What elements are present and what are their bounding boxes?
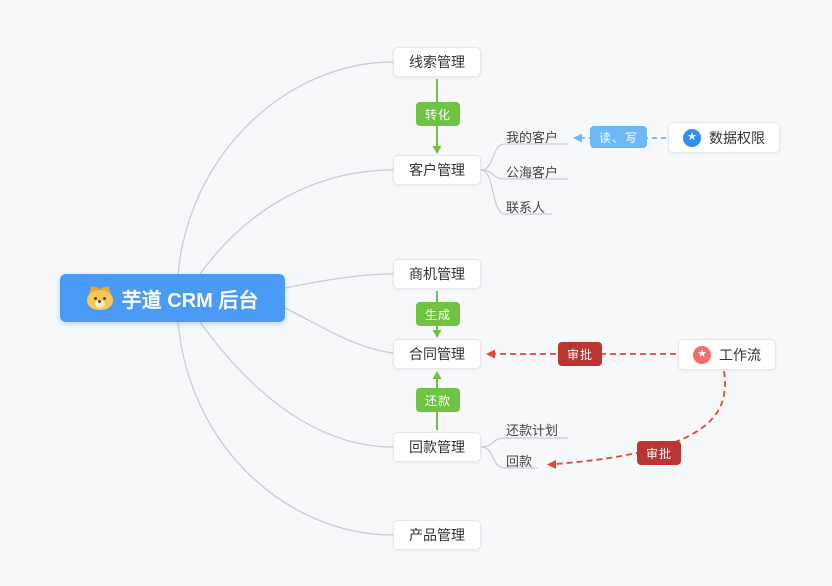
connector-receivable-child-plan xyxy=(480,437,568,448)
connector-customer-child-my xyxy=(480,143,568,171)
node-label: 产品管理 xyxy=(409,527,465,543)
curve-root-to-product xyxy=(177,321,394,536)
connector-customer-child-public xyxy=(480,169,568,180)
badge-generate[interactable]: 生成 xyxy=(416,302,461,326)
node-label: 工作流 xyxy=(719,346,761,363)
dog-icon-eye xyxy=(102,297,106,300)
node-clue-management[interactable]: 线索管理 xyxy=(393,47,481,77)
node-opportunity-management[interactable]: 商机管理 xyxy=(393,259,481,289)
node-contract-management[interactable]: 合同管理 xyxy=(393,339,481,369)
node-label: 商机管理 xyxy=(409,266,465,282)
arrow-approve-receivable xyxy=(547,370,726,469)
connector-receivable-child-refund xyxy=(480,446,538,469)
node-label: 线索管理 xyxy=(409,54,465,70)
root-node-crm-backend[interactable]: 芋道 CRM 后台 xyxy=(60,274,285,322)
dog-icon-nose xyxy=(98,300,102,303)
node-label: 回款管理 xyxy=(409,439,465,455)
star-glyph: ★ xyxy=(697,348,707,360)
curve-root-to-contract xyxy=(284,307,394,354)
node-customer-management[interactable]: 客户管理 xyxy=(393,155,481,185)
node-receivable-management[interactable]: 回款管理 xyxy=(393,432,481,462)
arrow-read-write xyxy=(573,133,666,143)
node-label: 数据权限 xyxy=(709,129,765,146)
dog-icon-eye xyxy=(93,297,97,300)
subitem-receivable[interactable]: 回款 xyxy=(506,454,533,469)
connector-customer-child-contact xyxy=(480,169,552,215)
node-label: 客户管理 xyxy=(409,162,465,178)
star-circle-blue-icon: ★ xyxy=(683,128,701,147)
curve-root-to-opportunity xyxy=(284,273,394,289)
star-circle-pink-icon: ★ xyxy=(693,345,711,364)
badge-approve-contract[interactable]: 审批 xyxy=(558,342,603,366)
subitem-public-customers[interactable]: 公海客户 xyxy=(506,165,559,180)
node-data-permission[interactable]: ★ 数据权限 xyxy=(668,122,780,153)
node-label: 合同管理 xyxy=(409,346,465,362)
curve-root-to-clue xyxy=(177,61,394,275)
dog-icon-muzzle xyxy=(94,300,105,308)
star-glyph: ★ xyxy=(687,131,697,143)
dog-icon xyxy=(86,285,113,310)
badge-approve-receivable[interactable]: 审批 xyxy=(637,441,682,465)
curve-root-to-customer xyxy=(199,169,394,275)
badge-read-write[interactable]: 读、写 xyxy=(590,126,648,148)
node-product-management[interactable]: 产品管理 xyxy=(393,520,481,550)
root-label: 芋道 CRM 后台 xyxy=(121,289,259,312)
node-workflow[interactable]: ★ 工作流 xyxy=(678,339,776,370)
curve-root-to-receivable xyxy=(199,321,394,448)
subitem-repayment-plan[interactable]: 还款计划 xyxy=(506,423,559,438)
subitem-contacts[interactable]: 联系人 xyxy=(506,200,546,215)
badge-repay[interactable]: 还款 xyxy=(416,388,461,412)
badge-convert[interactable]: 转化 xyxy=(416,102,461,126)
subitem-my-customers[interactable]: 我的客户 xyxy=(506,130,559,145)
